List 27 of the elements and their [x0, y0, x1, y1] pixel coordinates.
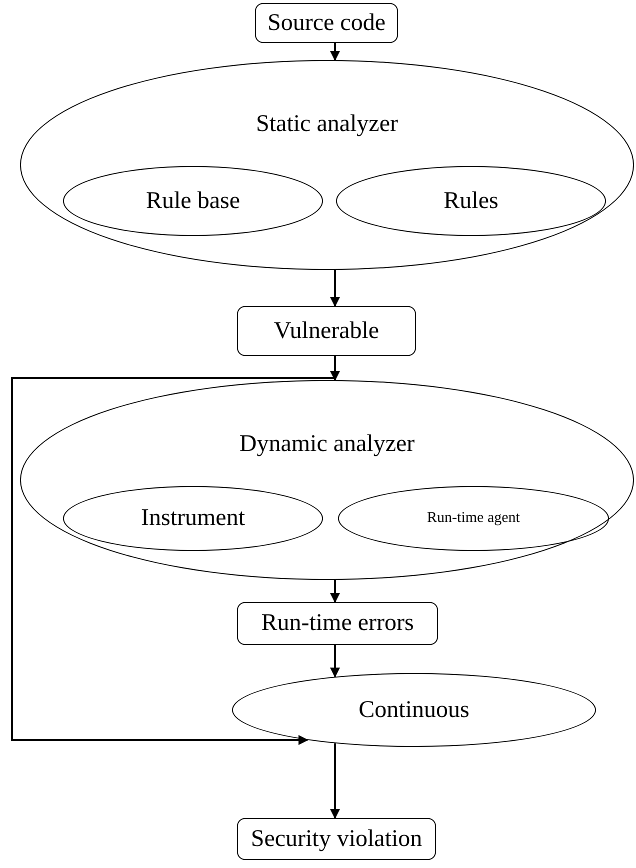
- node-label: Run-time agent: [427, 510, 520, 527]
- arrow: [330, 43, 340, 62]
- ellipse-node: [20, 380, 634, 580]
- node-label: Rules: [444, 188, 498, 214]
- ellipse-node: [336, 166, 606, 236]
- process-box: [237, 306, 416, 356]
- node-label: Instrument: [141, 505, 245, 532]
- node-label: Rule base: [146, 188, 240, 214]
- node-label: Source code: [268, 10, 386, 36]
- node-title: Dynamic analyzer: [238, 431, 416, 458]
- arrow: [330, 743, 340, 819]
- node-title: Static analyzer: [255, 111, 399, 138]
- ellipse-node: [232, 673, 596, 747]
- arrow: [330, 580, 340, 603]
- arrow: [330, 270, 340, 307]
- ellipse-node: [63, 486, 323, 551]
- node-label: Continuous: [358, 696, 470, 724]
- node-label: Security violation: [250, 826, 422, 852]
- ellipse-node: [20, 60, 634, 270]
- node-label: Vulnerable: [274, 318, 380, 344]
- arrow: [330, 645, 340, 678]
- node-label: Run-time errors: [261, 610, 414, 637]
- process-box: [255, 3, 398, 43]
- process-box: [237, 818, 436, 860]
- ellipse-node: [63, 166, 323, 236]
- process-box: [237, 602, 438, 645]
- ellipse-node: [338, 486, 609, 551]
